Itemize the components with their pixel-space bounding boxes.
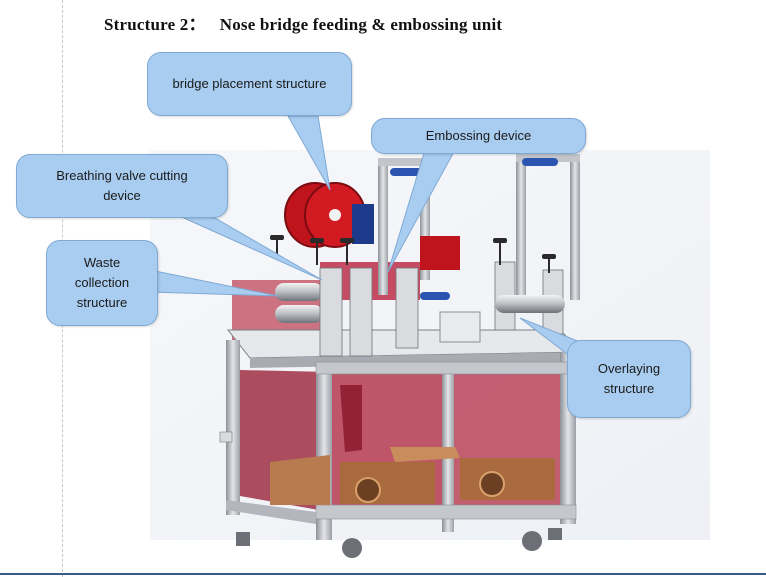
callout-bridge-placement: bridge placement structure [147, 52, 352, 116]
callout-embossing-text: Embossing device [425, 128, 532, 143]
red-spool-hub [329, 209, 341, 221]
upper-rail [315, 361, 577, 375]
casters [236, 528, 562, 558]
callout-waste-collection: Waste collection structure [46, 240, 158, 326]
pointer-bridge-placement [287, 115, 331, 191]
side-label-plate [219, 431, 233, 443]
callout-bridge-placement-text: bridge placement structure [172, 76, 327, 91]
callout-breathing-valve-text: Breathing valve cutting device [56, 168, 188, 203]
inner-chute [340, 385, 362, 452]
callout-embossing-device: Embossing device [371, 118, 586, 154]
waste-roller-bottom [275, 305, 323, 323]
page-title: Structure 2： Nose bridge feeding & emboss… [104, 10, 502, 35]
blue-roller-right [522, 158, 558, 166]
overlay-roller [495, 295, 565, 313]
lower-rail [315, 504, 577, 520]
upright-crossbar-left [378, 158, 430, 166]
title-prefix: Structure 2： [104, 15, 206, 34]
adjustment-knobs [270, 235, 556, 273]
control-box-left-dial [355, 477, 381, 503]
box-top [390, 447, 460, 462]
box-left-side [270, 455, 330, 505]
callout-overlaying: Overlaying structure [567, 340, 691, 418]
spool-motor [352, 204, 374, 244]
frame-post-back-left [226, 340, 240, 515]
roller-stands [319, 261, 564, 357]
callout-overlaying-text: Overlaying structure [597, 361, 661, 396]
callout-breathing-valve: Breathing valve cutting device [16, 154, 228, 218]
blue-roller-center [420, 292, 450, 300]
callout-waste-text: Waste collection structure [74, 255, 130, 310]
control-box-left [340, 462, 435, 504]
upright-left-a [378, 160, 388, 295]
side-lower-rail [226, 500, 316, 524]
bottom-border [0, 573, 766, 575]
upright-right-b [570, 160, 580, 300]
title-text: Nose bridge feeding & embossing unit [219, 15, 503, 34]
center-block [439, 311, 481, 343]
upright-left-b [420, 160, 430, 280]
control-box-right-dial [479, 471, 505, 497]
embossing-head [420, 236, 460, 270]
waste-roller-top [275, 283, 323, 301]
upright-right-a [516, 156, 526, 296]
control-box-right [460, 458, 555, 500]
